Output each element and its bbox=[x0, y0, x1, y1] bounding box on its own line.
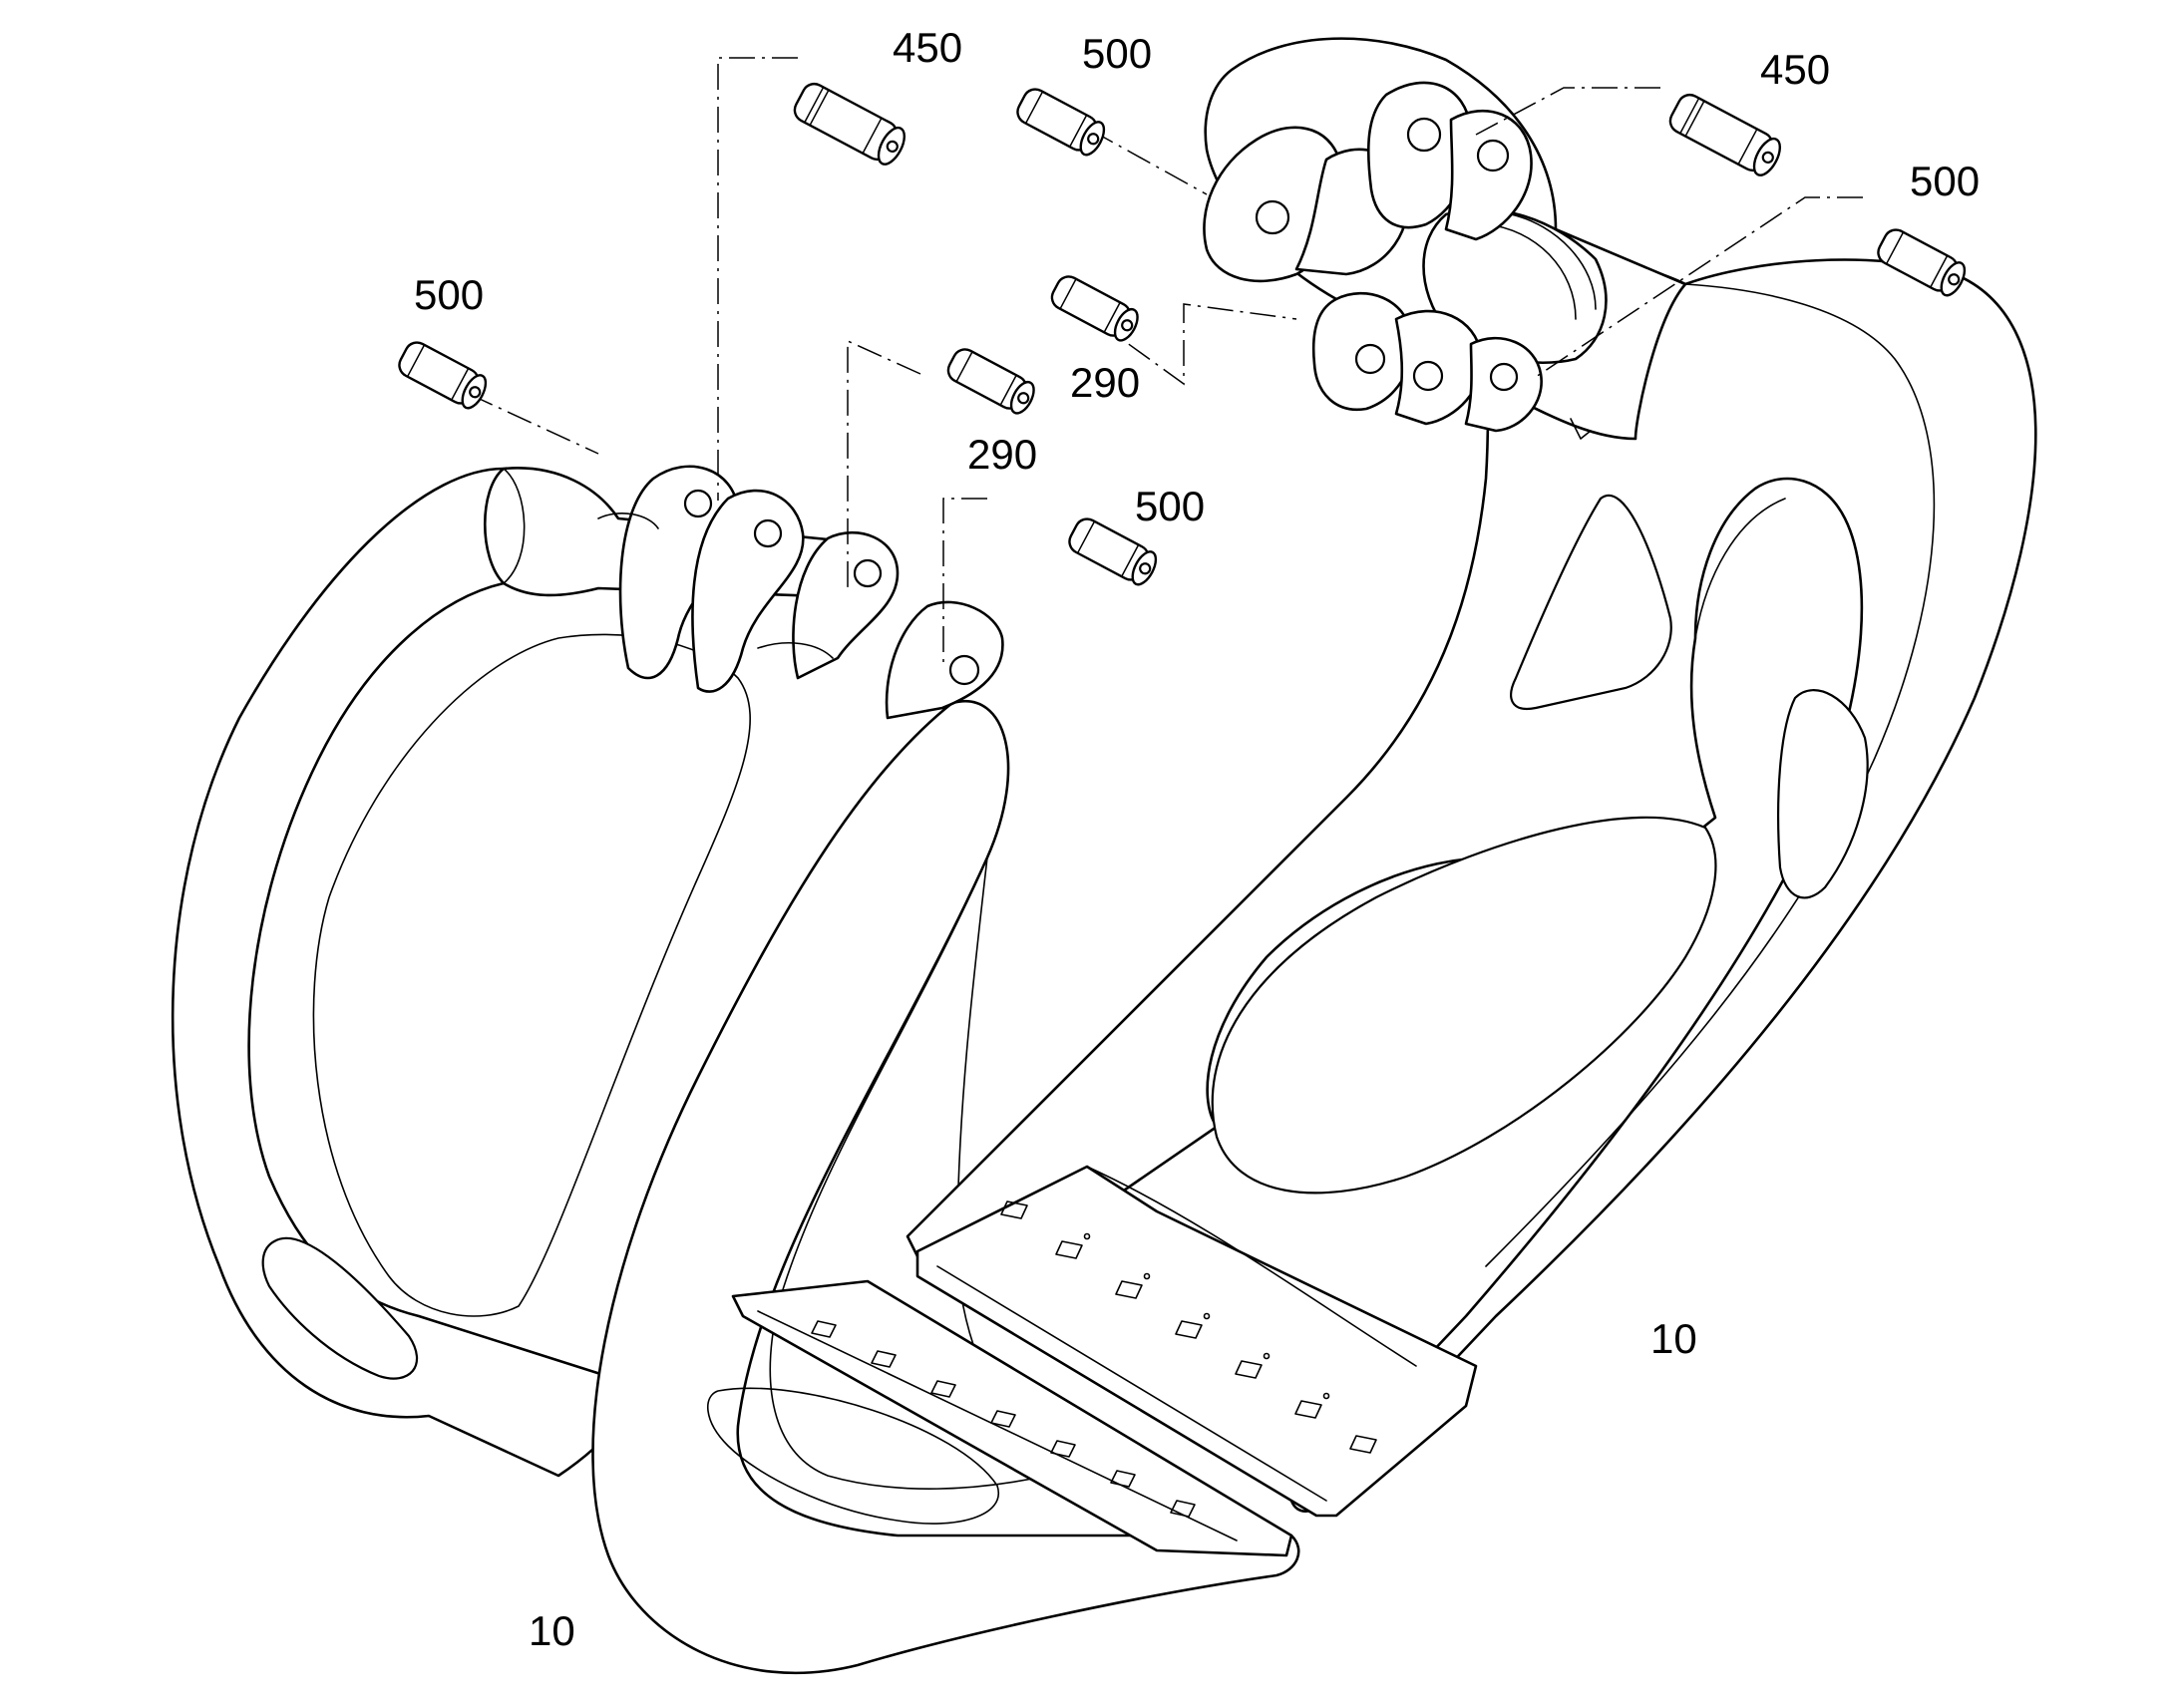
pin-500-top bbox=[1016, 88, 1106, 157]
callout-10-right: 10 bbox=[1650, 1315, 1697, 1362]
grapple-arm-left bbox=[171, 465, 1300, 1675]
callout-450-right: 450 bbox=[1760, 46, 1830, 93]
callout-450-left: 450 bbox=[893, 24, 962, 71]
lug-stack-left bbox=[597, 465, 1004, 720]
callout-500-middle: 500 bbox=[1135, 483, 1205, 529]
pin-500-upper-right bbox=[1877, 228, 1967, 297]
callout-labels: 450 500 450 500 500 290 290 500 10 10 bbox=[414, 24, 1980, 1654]
pin-450-left bbox=[793, 82, 907, 166]
callout-290-upper: 290 bbox=[1070, 359, 1140, 406]
pin-290-upper bbox=[1050, 275, 1139, 342]
center-lines bbox=[468, 57, 1863, 668]
callout-500-upper-right: 500 bbox=[1910, 158, 1980, 204]
pin-500-middle bbox=[1068, 517, 1158, 586]
callout-500-left: 500 bbox=[414, 271, 484, 318]
tooth-row-right bbox=[1000, 1200, 1377, 1454]
callout-10-left: 10 bbox=[529, 1607, 575, 1654]
lug-stack-right bbox=[1203, 81, 1592, 440]
tooth-row-left bbox=[811, 1320, 1196, 1518]
pin-500-left bbox=[398, 341, 488, 410]
pin-290-lower bbox=[946, 348, 1035, 415]
callout-290-lower: 290 bbox=[967, 431, 1037, 478]
callout-500-top: 500 bbox=[1082, 30, 1152, 77]
grapple-arm-right bbox=[906, 37, 2037, 1518]
pin-450-right bbox=[1668, 93, 1782, 176]
